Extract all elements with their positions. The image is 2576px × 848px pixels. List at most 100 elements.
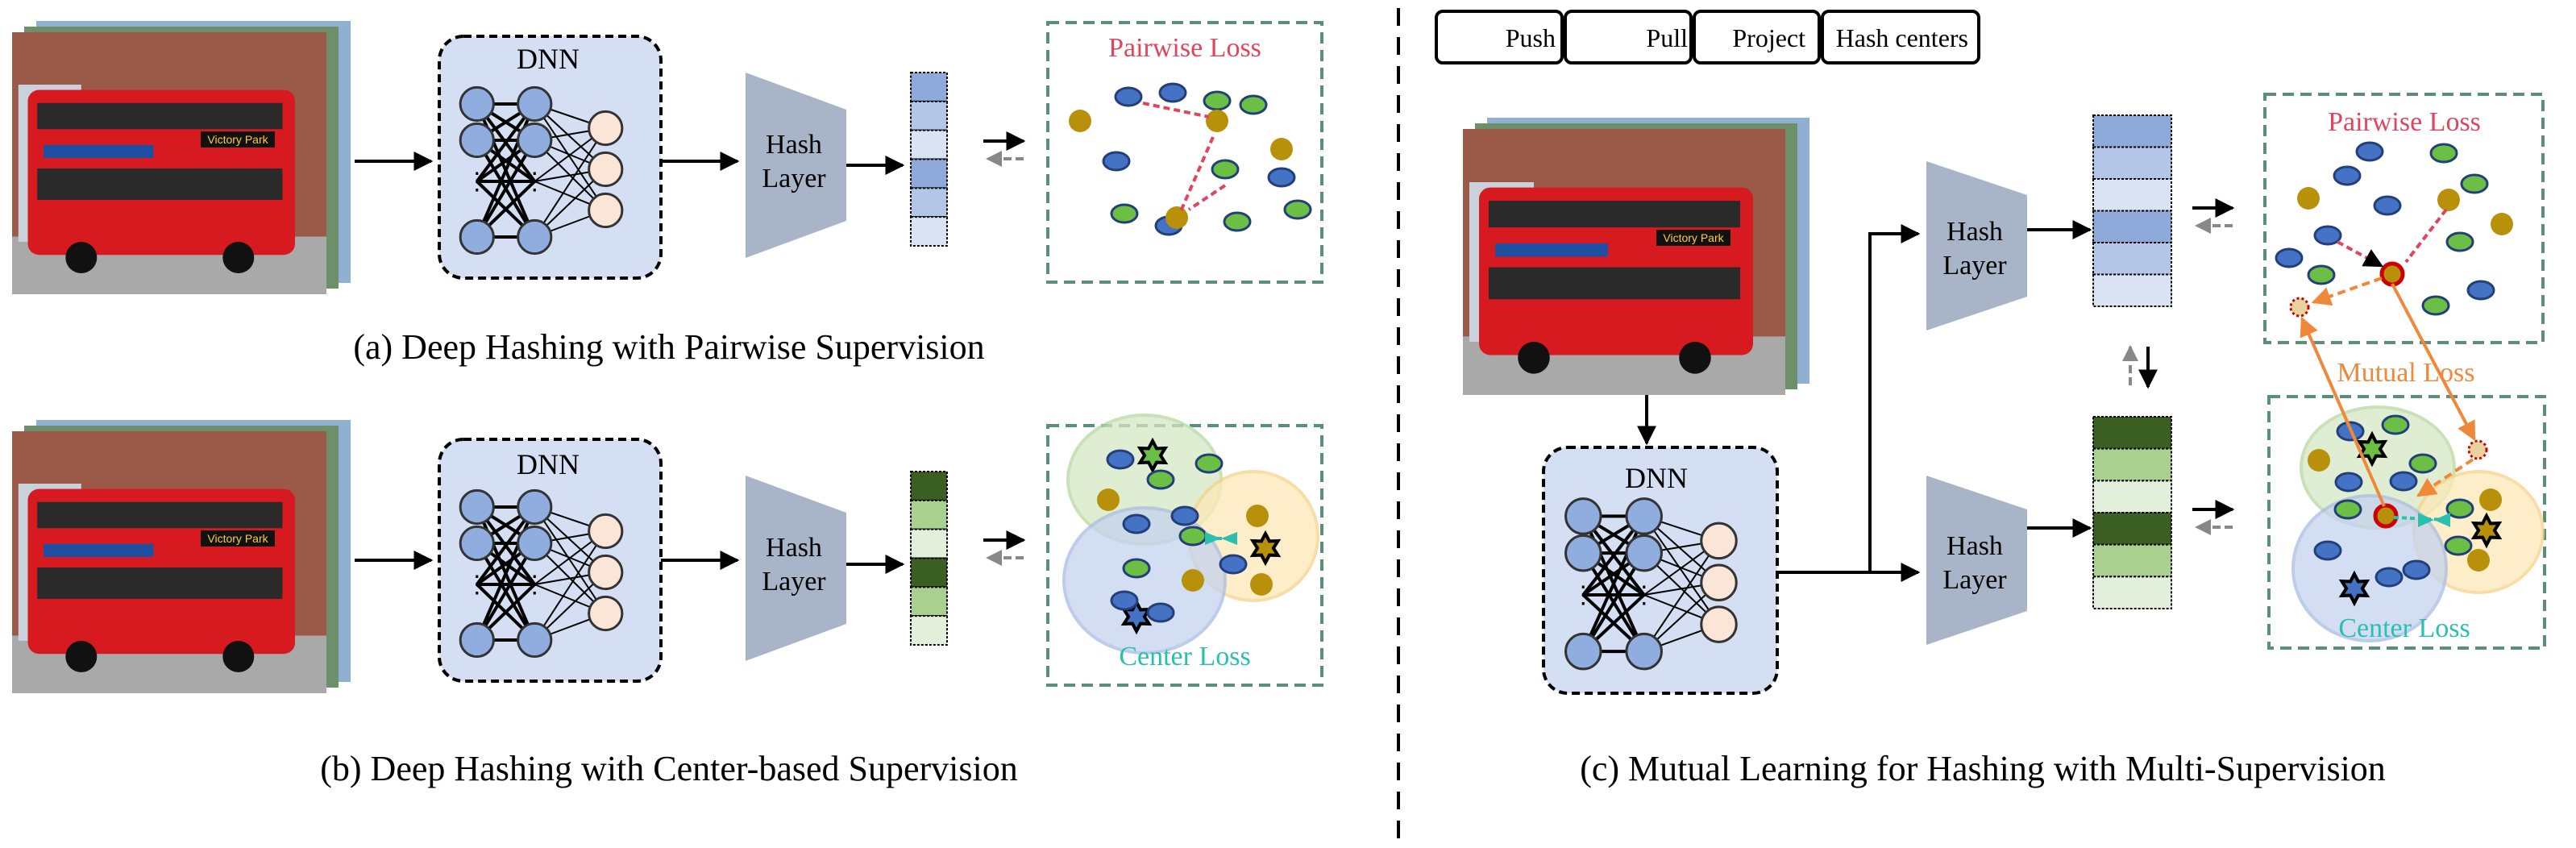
hash-center-star-icon	[2356, 430, 2388, 468]
blue-sample-point	[1106, 449, 1135, 470]
bus-wheel	[222, 242, 255, 273]
dnn-block-a: ⋮⋮	[438, 35, 663, 280]
caption-b: (b) Deep Hashing with Center-based Super…	[320, 749, 1017, 788]
projected-point	[2289, 297, 2310, 318]
gold-sample-point	[1097, 488, 1120, 511]
pull-arrowhead-center	[1221, 532, 1237, 545]
hash-code-a	[910, 72, 948, 247]
blue-sample-point	[2355, 141, 2384, 162]
pull-arrowhead-center	[2418, 513, 2434, 527]
blue-sample-point	[2313, 540, 2342, 561]
dnn-node	[1564, 497, 1602, 535]
gold-sample-point	[1206, 110, 1228, 132]
dnn-output-node	[588, 595, 624, 632]
green-sample-point	[1178, 526, 1207, 547]
pull-arrow-pairwise	[2337, 240, 2384, 268]
hash-code-c1	[2092, 114, 2172, 307]
legend-project-label: Project	[1732, 23, 1805, 52]
dnn-label-a: DNN	[517, 43, 580, 75]
dnn-node	[517, 218, 553, 256]
green-sample-point	[2429, 143, 2458, 164]
dnn-node	[517, 85, 553, 123]
green-sample-point	[2333, 499, 2362, 520]
dnn-node	[1625, 632, 1663, 671]
dnn-edge	[534, 506, 607, 614]
hash-layer-c2	[1926, 476, 2027, 645]
hash-layer-b-1: Hash	[766, 533, 822, 563]
dnn-node	[1564, 632, 1602, 671]
dnn-label-b: DNN	[517, 448, 580, 480]
bus-ad	[44, 144, 154, 158]
dnn-label-c: DNN	[1625, 462, 1688, 494]
dnn-node	[517, 525, 553, 562]
green-sample-point	[2445, 498, 2474, 519]
code-bit	[910, 499, 948, 530]
gold-sample-point	[1246, 505, 1269, 527]
pairwise-loss-label-a: Pairwise Loss	[1108, 33, 1261, 63]
hash-layer-c1	[1926, 161, 2027, 330]
dnn-ellipsis: ⋮	[465, 168, 489, 195]
bus-ad	[1495, 243, 1608, 257]
code-bit	[910, 72, 948, 102]
bus-wheel	[1679, 342, 1711, 374]
loss-box-c2	[2267, 395, 2546, 650]
green-sample-point	[1239, 94, 1268, 115]
legend: Push Pull Project Hash centers	[1435, 10, 1980, 64]
code-bit	[910, 129, 948, 160]
code-bit	[910, 100, 948, 131]
code-bit	[910, 586, 948, 617]
legend-hash-centers-label: Hash centers	[1836, 23, 1968, 52]
anchor-point	[2373, 503, 2399, 529]
dnn-node	[517, 122, 553, 159]
code-bit	[2092, 273, 2172, 307]
green-sample-point	[2421, 295, 2450, 316]
pull-arrowhead-center	[2434, 513, 2450, 527]
bus-sign-text-b: Victory Park	[207, 532, 268, 545]
hash-layer-b-2: Layer	[762, 567, 826, 597]
anchor-point	[2379, 261, 2405, 287]
gold-sample-point	[2479, 488, 2502, 511]
bus-lower-windows	[1489, 267, 1740, 300]
code-bit	[2092, 178, 2172, 212]
green-sample-point	[2381, 414, 2410, 435]
mutual-loss-label: Mutual Loss	[2337, 358, 2475, 388]
gold-sample-point	[2491, 213, 2513, 235]
code-bit	[2092, 210, 2172, 243]
dnn-output-node	[588, 151, 624, 188]
green-sample-point	[1195, 453, 1224, 474]
hash-center-star-icon	[1249, 530, 1282, 567]
blue-sample-point	[2374, 567, 2404, 588]
dnn-node	[1625, 534, 1663, 572]
bus-sign-text-c: Victory Park	[1663, 231, 1724, 244]
dnn-edge	[534, 127, 607, 238]
legend-pull-label: Pull	[1646, 23, 1688, 52]
dnn-edge	[1581, 552, 1646, 653]
gold-sample-point	[2308, 449, 2330, 472]
dnn-edge	[1643, 515, 1720, 626]
blue-sample-point	[2275, 247, 2304, 268]
green-sample-point	[2444, 535, 2473, 556]
blue-sample-point	[1267, 167, 1296, 188]
mutual-loss-arrow	[2300, 316, 2386, 507]
gold-sample-point	[2467, 549, 2490, 572]
code-bit	[2092, 146, 2172, 180]
blue-sample-point	[1170, 505, 1199, 526]
blue-sample-point	[1219, 554, 1248, 575]
blue-sample-point	[1114, 86, 1143, 107]
code-bit	[910, 528, 948, 559]
green-sample-point	[1122, 558, 1151, 579]
dnn-node	[1564, 534, 1602, 572]
bus-lower-windows	[37, 567, 283, 599]
dnn-node	[459, 85, 495, 123]
pairwise-loss-label-c: Pairwise Loss	[2328, 107, 2481, 137]
code-bit	[2092, 512, 2172, 546]
class-region-blue-c	[2291, 494, 2448, 642]
blue-sample-point	[1122, 513, 1151, 534]
pull-arrow-pairwise	[1142, 102, 1210, 118]
bus-wheel	[1518, 342, 1550, 374]
blue-sample-point	[2466, 280, 2495, 301]
gold-sample-point	[1250, 573, 1273, 596]
hash-layer-c2-1: Hash	[1947, 531, 2003, 561]
green-sample-point	[1203, 90, 1232, 111]
